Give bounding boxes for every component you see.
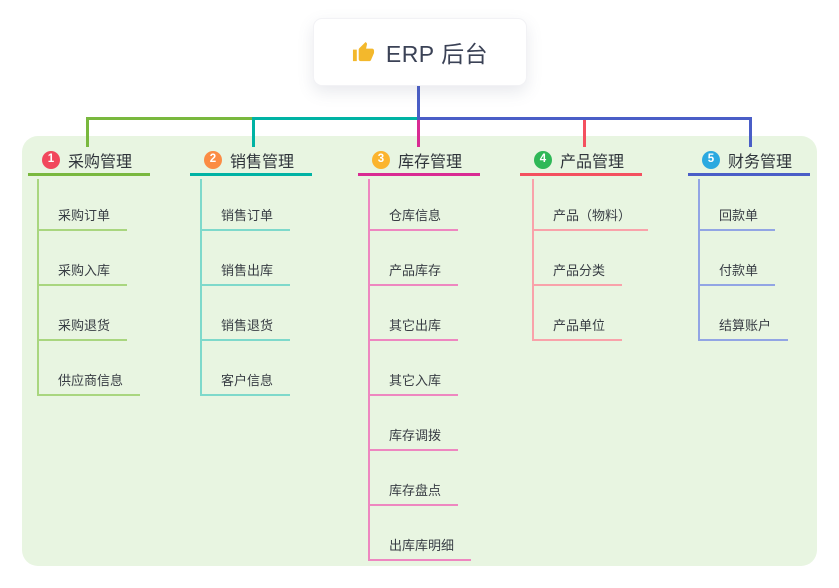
child-node[interactable]: 销售出库	[200, 258, 291, 286]
branch-node-3[interactable]: 3 库存管理	[358, 146, 480, 176]
child-node[interactable]: 结算账户	[698, 313, 789, 341]
child-node[interactable]: 库存调拨	[368, 423, 459, 451]
branch-node-5[interactable]: 5 财务管理	[688, 146, 810, 176]
child-node[interactable]: 客户信息	[200, 368, 291, 396]
child-node[interactable]: 产品（物料）	[532, 203, 649, 231]
branch-number-badge: 4	[534, 150, 552, 169]
connector-drop-branch-5	[749, 117, 752, 147]
connector-drop-branch-3	[417, 120, 420, 147]
root-node-title: ERP 后台	[385, 41, 489, 67]
branch-trunk-line	[698, 179, 700, 341]
root-connector-line	[417, 84, 420, 117]
branch-node-4[interactable]: 4 产品管理	[520, 146, 642, 176]
branch-trunk-line	[37, 179, 39, 396]
branch-node-label: 库存管理	[398, 153, 463, 171]
child-node[interactable]: 产品单位	[532, 313, 623, 341]
branch-node-1[interactable]: 1 采购管理	[28, 146, 150, 176]
branch-trunk-line	[368, 179, 370, 561]
connector-line-branch-2	[252, 117, 420, 120]
child-node[interactable]: 产品分类	[532, 258, 623, 286]
connector-drop-branch-2	[252, 117, 255, 147]
child-node[interactable]: 回款单	[698, 203, 776, 231]
connector-line-branch-1	[86, 117, 255, 120]
branch-trunk-line	[532, 179, 534, 341]
branch-node-2[interactable]: 2 销售管理	[190, 146, 312, 176]
root-node[interactable]: ERP 后台	[313, 18, 527, 86]
branch-node-label: 产品管理	[560, 153, 625, 171]
branch-number-badge: 1	[42, 150, 60, 169]
child-node[interactable]: 销售订单	[200, 203, 291, 231]
connector-drop-branch-4	[583, 120, 586, 147]
branches-panel	[22, 136, 817, 566]
thumbs-up-icon	[352, 41, 375, 64]
branch-number-badge: 3	[372, 150, 390, 169]
child-node[interactable]: 出库库明细	[368, 533, 472, 561]
child-node[interactable]: 付款单	[698, 258, 776, 286]
child-node[interactable]: 销售退货	[200, 313, 291, 341]
branch-node-label: 销售管理	[230, 153, 295, 171]
child-node[interactable]: 采购订单	[37, 203, 128, 231]
branch-node-label: 采购管理	[68, 153, 133, 171]
child-node[interactable]: 采购退货	[37, 313, 128, 341]
child-node[interactable]: 产品库存	[368, 258, 459, 286]
child-node[interactable]: 仓库信息	[368, 203, 459, 231]
child-node[interactable]: 其它出库	[368, 313, 459, 341]
child-node[interactable]: 库存盘点	[368, 478, 459, 506]
connector-line-branch-5	[417, 117, 752, 120]
branch-trunk-line	[200, 179, 202, 396]
branch-number-badge: 2	[204, 150, 222, 169]
connector-drop-branch-1	[86, 117, 89, 147]
branch-number-badge: 5	[702, 150, 720, 169]
child-node[interactable]: 其它入库	[368, 368, 459, 396]
branch-node-label: 财务管理	[728, 153, 793, 171]
child-node[interactable]: 供应商信息	[37, 368, 141, 396]
child-node[interactable]: 采购入库	[37, 258, 128, 286]
